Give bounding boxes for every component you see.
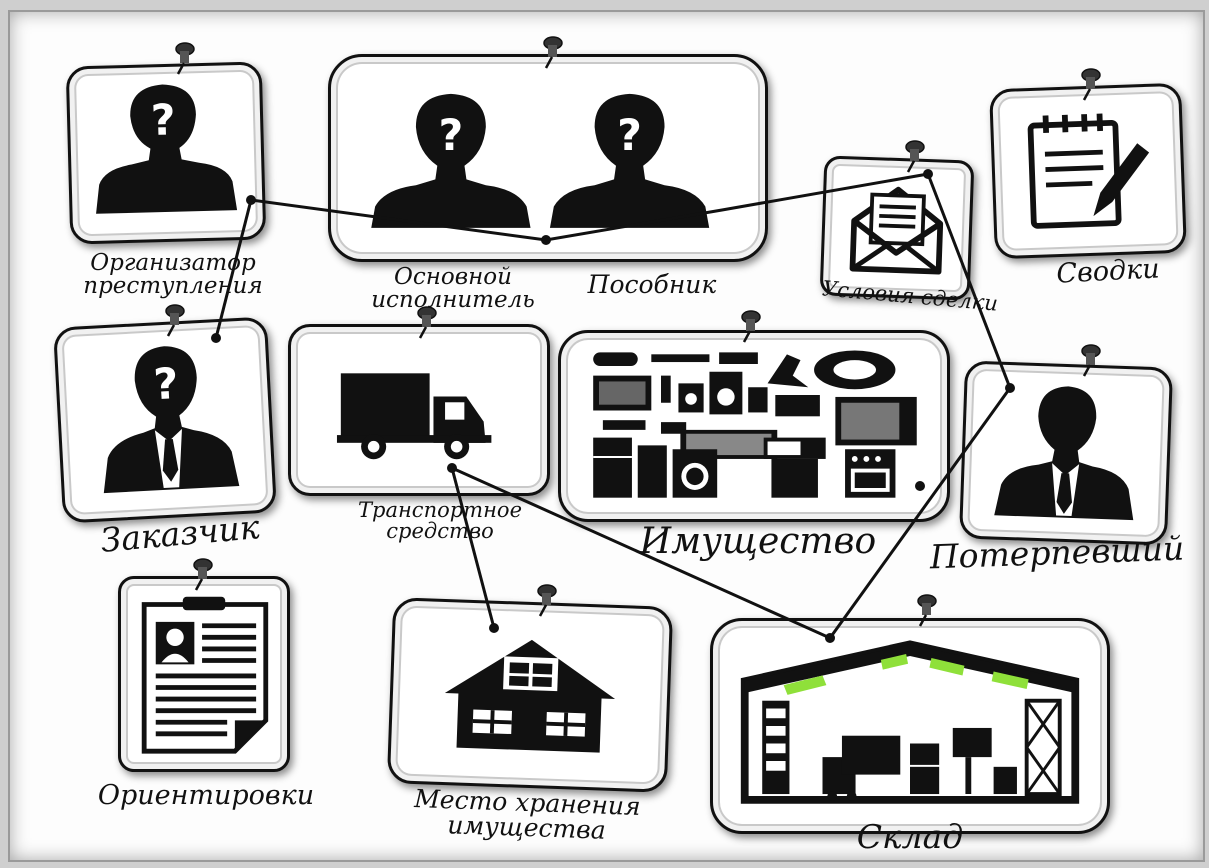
customer-card[interactable]: ?	[53, 316, 277, 524]
push-pin-icon	[537, 584, 557, 617]
bulletins-label: Ориентировки	[97, 780, 315, 811]
businessman-icon	[994, 386, 1134, 521]
push-pin-icon	[917, 594, 937, 627]
storage-card[interactable]	[386, 597, 674, 793]
victim-card[interactable]	[958, 360, 1174, 546]
main-performer-label-line1: Основной	[394, 264, 512, 290]
envelope-letter-icon	[849, 186, 944, 275]
main-performer-label-line2: исполнитель	[371, 287, 535, 313]
push-pin-icon	[741, 310, 761, 343]
unknown-person-icon: ?	[96, 84, 238, 214]
accomplice-label: Пособник	[587, 270, 717, 299]
bulletins-card[interactable]	[118, 576, 290, 772]
unknown-businessman-icon: ?	[103, 346, 240, 494]
vehicle-label: Транспортное средство	[310, 500, 570, 542]
property-label: Имущество	[639, 521, 877, 562]
push-pin-icon	[165, 304, 185, 337]
vehicle-card[interactable]	[288, 324, 550, 496]
push-pin-icon	[175, 42, 195, 75]
storage-label: Место хранения имущества	[361, 784, 693, 845]
push-pin-icon	[1081, 344, 1101, 377]
svg-text:?: ?	[150, 96, 176, 146]
property-card[interactable]	[558, 330, 950, 522]
house-icon	[444, 639, 616, 753]
main-and-accomplice-card[interactable]: ? ?	[328, 54, 768, 262]
push-pin-icon	[193, 558, 213, 591]
svg-text:?: ?	[438, 111, 463, 161]
warehouse-card[interactable]	[710, 618, 1110, 834]
warehouse-icon	[740, 640, 1080, 804]
push-pin-icon	[905, 140, 925, 173]
two-unknown-persons-icon: ? ?	[371, 93, 710, 228]
reports-label: Сводки	[1055, 253, 1161, 290]
id-document-icon	[141, 596, 269, 754]
victim-label: Потерпевший	[929, 528, 1185, 577]
push-pin-icon	[417, 306, 437, 339]
organizer-label: Организатор преступления	[58, 252, 288, 298]
push-pin-icon	[1081, 68, 1101, 101]
vehicle-label-line2: средство	[386, 519, 494, 543]
organizer-label-line2: преступления	[83, 273, 263, 299]
warehouse-label: Склад	[856, 817, 964, 856]
appliances-icon	[593, 350, 917, 498]
organizer-label-line1: Организатор	[90, 250, 256, 276]
organizer-card[interactable]: ?	[65, 61, 267, 245]
svg-text:?: ?	[617, 111, 642, 161]
notepad-pen-icon	[1027, 113, 1150, 229]
evidence-board: ? Организатор преступления ? ? Основной …	[8, 10, 1205, 862]
main-performer-label: Основной исполнитель	[338, 266, 568, 312]
reports-card[interactable]	[989, 82, 1187, 260]
delivery-truck-icon	[336, 373, 492, 460]
storage-label-line2: имущества	[446, 810, 607, 845]
push-pin-icon	[543, 36, 563, 69]
svg-text:?: ?	[152, 359, 179, 410]
